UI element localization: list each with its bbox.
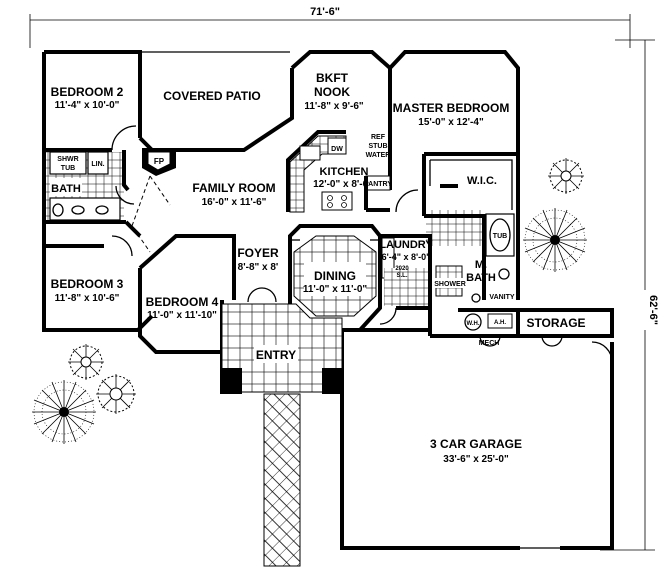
bedroom-4-label: BEDROOM 4 (146, 295, 219, 309)
overall-width-label: 71'-6" (310, 6, 340, 18)
landscaping (32, 158, 587, 444)
room-garage: 3 CAR GARAGE 33'-6" x 25'-0" (342, 308, 612, 549)
dining-label: DINING (314, 269, 356, 283)
kitchen-label: KITCHEN (320, 166, 369, 178)
ref-stub-label: STUB (368, 143, 387, 150)
overall-depth-label: 62'-6" (647, 295, 659, 325)
sink-icon (71, 205, 85, 215)
toilet-icon (52, 203, 64, 217)
room-laundry: LAUNDRY 6'-4" x 8'-0" 2020 S.L. (379, 234, 433, 325)
covered-patio-label: COVERED PATIO (163, 89, 261, 103)
water-heater-icon (464, 313, 482, 331)
master-tub-label: TUB (493, 233, 507, 240)
bedroom-hall (111, 150, 142, 257)
bath-tub-label: TUB (61, 165, 75, 172)
master-bedroom-size: 15'-0" x 12'-4" (418, 117, 484, 128)
vanity-sink-icon (498, 268, 510, 280)
room-wic: W.I.C. (429, 159, 513, 210)
bath-label: BATH (51, 183, 81, 195)
room-bkft-nook: BKFT NOOK 11'-8" x 9'-6" (304, 71, 364, 112)
shower-label: SHOWER (434, 281, 466, 288)
entry-column-left (220, 368, 242, 394)
sink-icon-2 (95, 205, 109, 215)
bkft-label: BKFT (316, 71, 349, 85)
mbath-label-2: BATH (466, 272, 496, 284)
air-handler-icon (487, 313, 513, 329)
master-bedroom-label: MASTER BEDROOM (393, 101, 510, 115)
overall-depth-dimension: 62'-6" (600, 39, 659, 551)
air-handler-label: A.H. (494, 320, 506, 326)
room-master-bath: TUB M. BATH SHOWER VANITY (424, 210, 515, 303)
master-tub-icon (489, 218, 511, 252)
palm-icon (523, 208, 587, 272)
fireplace: FP (142, 148, 176, 176)
bath-shower-label: SHWR (57, 156, 78, 163)
pantry-label: PANTRY (364, 181, 392, 188)
bedroom-4-size: 11'-0" x 11'-10" (147, 310, 217, 321)
entry-label: ENTRY (256, 348, 296, 362)
room-bedroom-2: BEDROOM 2 11'-4" x 10'-0" (44, 85, 137, 152)
shrub-icon-3 (96, 374, 136, 414)
garage-label: 3 CAR GARAGE (430, 437, 522, 451)
fireplace-label: FP (154, 157, 165, 166)
shrub-icon-2 (68, 344, 104, 380)
room-foyer: FOYER 8'-8" x 8' (237, 246, 279, 303)
walkway (263, 393, 301, 567)
family-room-size: 16'-0" x 11'-6" (202, 197, 267, 208)
nook-label: NOOK (314, 85, 350, 99)
vanity-label: VANITY (489, 294, 514, 301)
room-bath: SHWR TUB LIN. BATH (44, 151, 126, 224)
room-bedroom-3: BEDROOM 3 11'-8" x 10'-6" (44, 244, 124, 304)
room-kitchen: DW KITCHEN 12'-0" x 8'-6" REF STUB WATER… (286, 130, 392, 213)
bedroom-3-label: BEDROOM 3 (51, 277, 124, 291)
mbath-label-1: M. (475, 259, 487, 271)
bkft-nook-size: 11'-8" x 9'-6" (304, 101, 364, 112)
room-family: FAMILY ROOM 16'-0" x 11'-6" (131, 175, 276, 253)
laundry-door-type: S.L. (396, 273, 407, 279)
bedroom-2-label: BEDROOM 2 (51, 85, 124, 99)
bedroom-2-size: 11'-4" x 10'-0" (55, 100, 120, 111)
wic-label: W.I.C. (467, 175, 497, 187)
ref-water-label: WATER (366, 152, 391, 159)
room-master-bedroom: MASTER BEDROOM 15'-0" x 12'-4" (393, 101, 518, 216)
family-room-label: FAMILY ROOM (192, 181, 275, 195)
toilet-icon-master (471, 293, 481, 303)
entry-column-right (322, 368, 344, 394)
laundry-size: 6'-4" x 8'-0" (382, 252, 431, 262)
room-entry: ENTRY (220, 303, 344, 394)
kitchen-sink (299, 145, 321, 161)
palm-icon-2 (32, 380, 96, 444)
garage-size: 33'-6" x 25'-0" (443, 454, 509, 465)
dining-size: 11'-0" x 11'-0" (303, 284, 368, 295)
laundry-label: LAUNDRY (379, 239, 433, 251)
foyer-size: 8'-8" x 8' (238, 262, 279, 273)
room-storage: STORAGE W.H. A.H. MECH (464, 310, 613, 363)
mech-label: MECH (479, 340, 500, 347)
covered-patio: COVERED PATIO (138, 68, 294, 152)
storage-label: STORAGE (526, 316, 585, 330)
bedroom-3-size: 11'-8" x 10'-6" (55, 293, 120, 304)
room-bedroom-4: BEDROOM 4 11'-0" x 11'-10" (138, 234, 236, 321)
foyer-label: FOYER (237, 246, 279, 260)
range (321, 191, 353, 211)
overall-width-dimension: 71'-6" (29, 4, 631, 48)
water-heater-label: W.H. (467, 321, 480, 327)
kitchen-size: 12'-0" x 8'-6" (313, 179, 373, 190)
ref-label: REF (371, 134, 386, 141)
bath-linen-label: LIN. (91, 161, 104, 168)
laundry-door-label: 2020 (395, 266, 409, 272)
shrub-icon (548, 158, 584, 194)
dishwasher-label: DW (331, 146, 343, 153)
